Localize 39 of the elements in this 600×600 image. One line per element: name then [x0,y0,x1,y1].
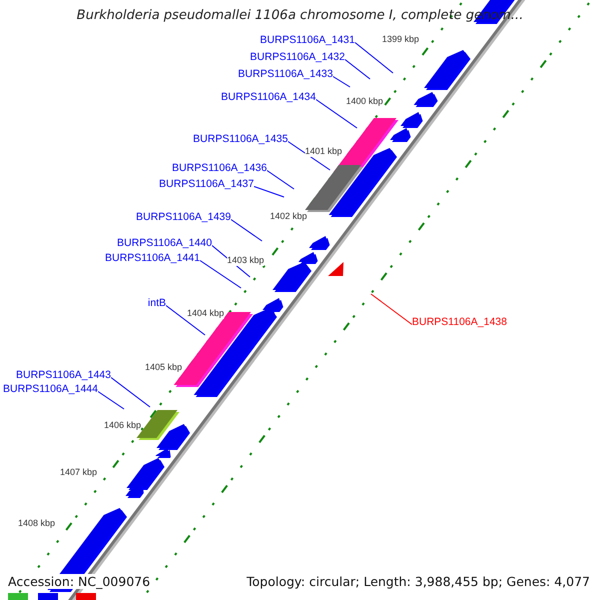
leader-line [354,42,394,74]
gene-label: BURPS1106A_1439 [136,211,231,224]
position-tick-label: 1401 kbp [305,146,342,157]
gene-label: BURPS1106A_1436 [172,162,267,175]
leader-line [98,391,124,410]
position-tick-label: 1403 kbp [227,255,264,266]
gene-label: BURPS1106A_1435 [193,133,288,146]
leader-line [344,59,370,80]
leader-line [316,99,358,128]
position-tick-label: 1408 kbp [18,518,56,529]
gene-label: BURPS1106A_1438 [412,316,507,329]
position-tick-label: 1404 kbp [187,308,224,319]
gene-label: BURPS1106A_1440 [117,237,212,250]
position-tick-label: 1400 kbp [346,96,384,107]
gene-label: BURPS1106A_1434 [221,91,316,104]
leader-line [370,294,412,325]
leader-line [200,260,242,288]
leader-line [166,305,206,336]
position-tick-label: 1399 kbp [382,34,420,45]
leader-line [288,141,330,170]
summary-text: Topology: circular; Length: 3,988,455 bp; Genes: 4,077 [246,574,590,589]
gene-label: BURPS1106A_1443 [16,369,111,382]
leader-line [254,186,284,198]
leader-line [332,76,350,88]
leader-line [110,377,150,408]
gene-label: BURPS1106A_1437 [159,178,254,191]
gene-label: BURPS1106A_1444 [3,383,98,396]
gene-label: BURPS1106A_1441 [105,252,200,265]
accession-text: Accession: NC_009076 [8,574,150,589]
map-title: Burkholderia pseudomallei 1106a chromosome I, complete genom... [76,8,524,23]
gene-label: BURPS1106A_1432 [250,51,345,64]
leader-line [230,219,262,242]
position-tick-label: 1402 kbp [270,211,308,222]
gene-label: BURPS1106A_1431 [260,34,355,47]
leader-line [266,170,294,190]
position-tick-label: 1405 kbp [145,362,182,373]
gene-label: BURPS1106A_1433 [238,68,333,81]
position-tick-label: 1406 kbp [104,420,142,431]
position-tick-label: 1407 kbp [60,467,98,478]
